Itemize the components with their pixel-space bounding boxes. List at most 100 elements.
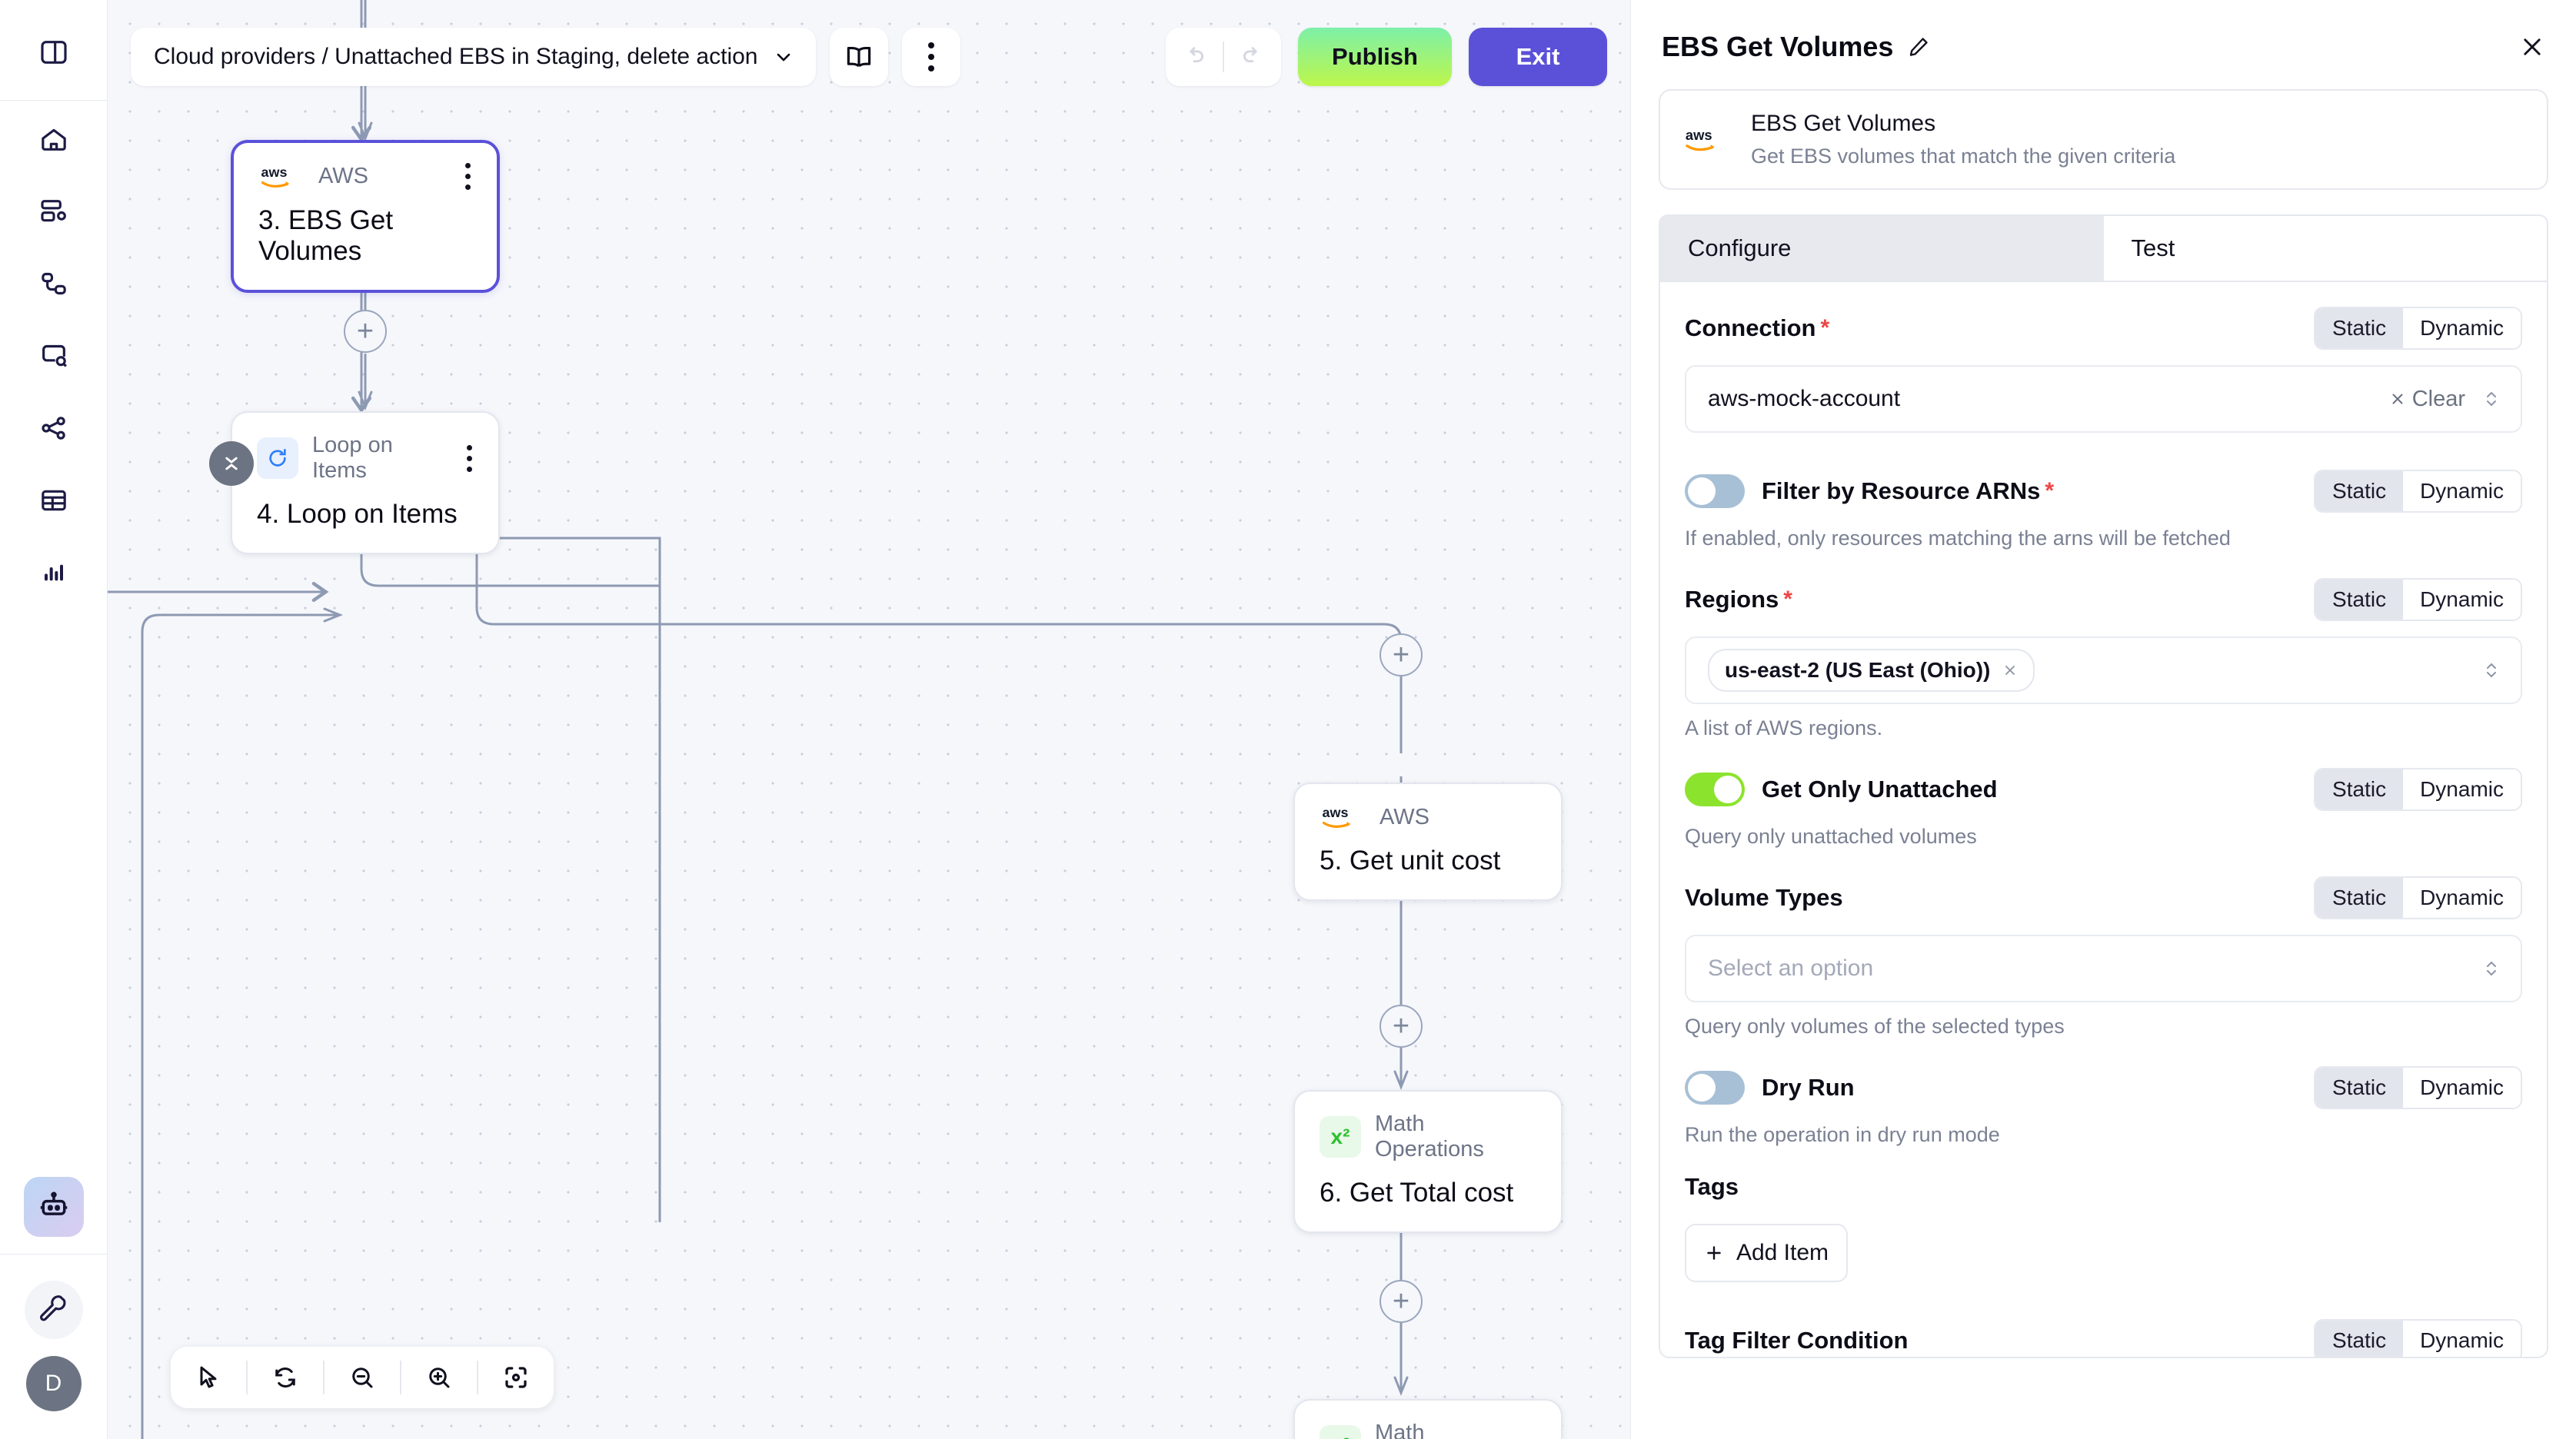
mode-dynamic[interactable]: Dynamic: [2403, 580, 2521, 620]
mode-static[interactable]: Static: [2315, 308, 2404, 348]
zoom-out-icon[interactable]: [324, 1347, 400, 1408]
clear-label: Clear: [2411, 386, 2465, 411]
fit-view-icon[interactable]: [478, 1347, 554, 1408]
node-get-unit-cost[interactable]: aws AWS 5. Get unit cost: [1293, 783, 1563, 901]
tab-test[interactable]: Test: [2103, 216, 2547, 281]
mode-dynamic[interactable]: Dynamic: [2403, 769, 2521, 809]
dashboard-settings-icon[interactable]: [23, 181, 85, 242]
filter-arns-hint: If enabled, only resources matching the …: [1685, 527, 2231, 550]
mode-dynamic[interactable]: Dynamic: [2403, 1068, 2521, 1108]
dry-run-mode-toggle[interactable]: Static Dynamic: [2314, 1066, 2522, 1109]
redo-icon[interactable]: [1224, 28, 1281, 86]
wrench-icon[interactable]: [24, 1281, 83, 1339]
mode-static[interactable]: Static: [2315, 878, 2404, 918]
regions-multiselect[interactable]: us-east-2 (US East (Ohio)): [1685, 636, 2522, 704]
get-only-unattached-mode-toggle[interactable]: Static Dynamic: [2314, 768, 2522, 811]
mode-dynamic[interactable]: Dynamic: [2403, 308, 2521, 348]
node-math-operations-next[interactable]: x² Math Operations: [1293, 1399, 1563, 1439]
connection-mode-toggle[interactable]: Static Dynamic: [2314, 307, 2522, 350]
spacer: [1685, 1039, 2522, 1065]
region-chip[interactable]: us-east-2 (US East (Ohio)): [1708, 649, 2035, 692]
get-only-unattached-toggle[interactable]: [1685, 773, 1745, 806]
mode-static[interactable]: Static: [2315, 769, 2404, 809]
filter-arns-toggle-row: Filter by Resource ARNs*: [1685, 474, 2054, 508]
chevron-updown-icon[interactable]: [2482, 387, 2501, 410]
exit-button[interactable]: Exit: [1469, 28, 1607, 86]
node-more-icon[interactable]: [465, 163, 475, 190]
undo-icon[interactable]: [1166, 28, 1223, 86]
volume-types-select[interactable]: Select an option: [1685, 935, 2522, 1002]
mode-dynamic[interactable]: Dynamic: [2403, 471, 2521, 511]
close-icon[interactable]: [2519, 34, 2545, 60]
field-filter-arns-row: Filter by Resource ARNs* Static Dynamic: [1685, 468, 2522, 514]
add-node-button-5-6[interactable]: +: [1380, 1005, 1423, 1048]
plus-icon: +: [1392, 1010, 1410, 1042]
pencil-icon[interactable]: [1907, 35, 1930, 58]
node-kind-label: AWS: [318, 164, 368, 188]
regions-label: Regions*: [1685, 586, 1792, 613]
share-icon[interactable]: [23, 397, 85, 459]
mode-dynamic[interactable]: Dynamic: [2403, 1321, 2521, 1357]
home-icon[interactable]: [23, 108, 85, 170]
collapse-loop-button[interactable]: [209, 441, 254, 486]
workflow-canvas[interactable]: Cloud providers / Unattached EBS in Stag…: [108, 0, 1630, 1439]
volume-types-mode-toggle[interactable]: Static Dynamic: [2314, 876, 2522, 919]
mode-static[interactable]: Static: [2315, 1321, 2404, 1357]
chart-bars-icon[interactable]: [23, 542, 85, 603]
panel-toggle-icon[interactable]: [23, 22, 85, 83]
publish-button[interactable]: Publish: [1298, 28, 1452, 86]
avatar[interactable]: D: [25, 1356, 82, 1411]
add-tag-item-button[interactable]: Add Item: [1685, 1224, 1848, 1282]
canvas-top-toolbar: Cloud providers / Unattached EBS in Stag…: [131, 28, 961, 86]
search-resources-icon[interactable]: [23, 325, 85, 387]
field-connection-row: Connection* Static Dynamic: [1685, 305, 2522, 351]
chevron-updown-icon[interactable]: [2482, 659, 2501, 682]
filter-arns-toggle[interactable]: [1685, 474, 1745, 508]
node-loop-on-items[interactable]: Loop on Items 4. Loop on Items: [231, 411, 500, 554]
book-icon[interactable]: [830, 28, 889, 86]
get-only-unattached-hint: Query only unattached volumes: [1685, 825, 1977, 848]
pointer-tool-icon[interactable]: [171, 1347, 246, 1408]
required-marker: *: [2045, 478, 2055, 503]
reset-view-icon[interactable]: [248, 1347, 323, 1408]
field-regions-row: Regions* Static Dynamic: [1685, 577, 2522, 623]
robot-icon[interactable]: [23, 1177, 84, 1237]
dry-run-label: Dry Run: [1762, 1074, 1855, 1101]
add-node-button-6-7[interactable]: +: [1380, 1280, 1423, 1323]
tag-filter-condition-mode-toggle[interactable]: Static Dynamic: [2314, 1319, 2522, 1357]
node-get-total-cost[interactable]: x² Math Operations 6. Get Total cost: [1293, 1090, 1563, 1233]
chevron-updown-icon[interactable]: [2482, 957, 2501, 980]
workflow-name-select[interactable]: Cloud providers / Unattached EBS in Stag…: [131, 28, 817, 86]
add-tag-item-label: Add Item: [1736, 1240, 1829, 1265]
node-header: Loop on Items: [232, 413, 498, 484]
svg-text:aws: aws: [261, 165, 288, 180]
remove-region-icon[interactable]: [2002, 663, 2018, 678]
add-node-button-loop-branch[interactable]: +: [1380, 633, 1423, 676]
filter-arns-mode-toggle[interactable]: Static Dynamic: [2314, 470, 2522, 513]
chevron-down-icon: [773, 46, 794, 68]
dry-run-toggle-row: Dry Run: [1685, 1071, 1855, 1105]
zoom-in-icon[interactable]: [401, 1347, 477, 1408]
add-node-button-3-4[interactable]: +: [344, 310, 387, 353]
clear-connection-button[interactable]: Clear: [2389, 387, 2465, 412]
workflows-icon[interactable]: [23, 253, 85, 314]
node-kind-label: Math Operations: [1375, 1421, 1425, 1439]
mode-static[interactable]: Static: [2315, 580, 2404, 620]
math-badge-text: x²: [1330, 1125, 1350, 1148]
regions-mode-toggle[interactable]: Static Dynamic: [2314, 578, 2522, 621]
connection-label: Connection*: [1685, 314, 1830, 341]
field-get-only-unattached-row: Get Only Unattached Static Dynamic: [1685, 766, 2522, 813]
more-vertical-icon[interactable]: [902, 28, 961, 86]
mode-dynamic[interactable]: Dynamic: [2403, 878, 2521, 918]
tab-configure[interactable]: Configure: [1660, 216, 2104, 281]
mode-static[interactable]: Static: [2315, 471, 2404, 511]
plus-icon: +: [1392, 1285, 1410, 1318]
volume-types-placeholder: Select an option: [1708, 955, 1874, 981]
table-icon[interactable]: [23, 470, 85, 531]
node-ebs-get-volumes[interactable]: aws AWS 3. EBS Get Volumes: [231, 140, 500, 293]
svg-text:aws: aws: [1323, 805, 1349, 820]
connection-select[interactable]: aws-mock-account Clear: [1685, 365, 2522, 433]
dry-run-toggle[interactable]: [1685, 1071, 1745, 1105]
mode-static[interactable]: Static: [2315, 1068, 2404, 1108]
node-more-icon[interactable]: [467, 444, 477, 472]
